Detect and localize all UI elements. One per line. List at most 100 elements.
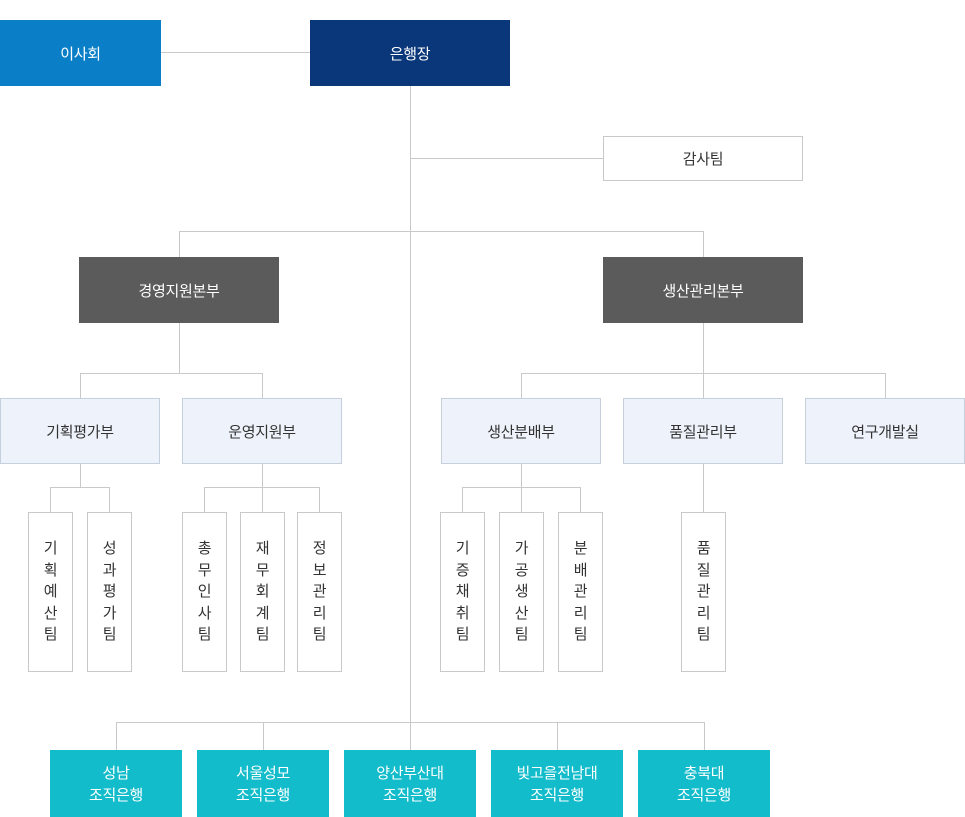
branch-name: 빛고을전남대 [516,763,598,782]
line-mgmt-bar [80,373,263,374]
branch-box: 서울성모 조직은행 [197,750,329,817]
team-label-char: 관 [696,582,711,601]
ceo-box: 은행장 [310,20,510,86]
team-label-char: 예 [43,582,58,601]
line-board-ceo [161,52,310,53]
team-label-char: 팀 [514,625,529,644]
planning-dept-box: 기획평가부 [0,398,160,464]
team-label-char: 생 [514,582,529,601]
team-label-char: 팀 [455,625,470,644]
line-team-info-drop [319,487,320,512]
line-team-performance-drop [109,487,110,512]
line-prod-bar [521,373,886,374]
branch-box: 성남 조직은행 [50,750,182,817]
line-research-drop [885,373,886,398]
team-label-char: 계 [255,603,270,622]
line-planning-drop [80,373,81,398]
team-label-char: 정 [312,539,327,558]
team-label-char: 무 [197,560,212,579]
team-label-char: 관 [312,582,327,601]
team-label-char: 보 [312,560,327,579]
line-team-allocation-drop [580,487,581,512]
line-team-processing-drop [521,487,522,512]
team-label-char: 기 [455,539,470,558]
team-label-char: 과 [102,560,117,579]
team-label-char: 팀 [312,625,327,644]
team-label-char: 산 [514,603,529,622]
team-label-char: 팀 [696,625,711,644]
line-audit [410,158,603,159]
team-label-char: 팀 [43,625,58,644]
line-divisions-bar [179,231,704,232]
team-label-char: 리 [312,603,327,622]
line-distribution-drop [521,373,522,398]
team-label-char: 배 [573,560,588,579]
line-quality-down [703,464,704,512]
line-distribution-down [521,464,522,487]
team-label-char: 획 [43,560,58,579]
team-label-char: 재 [255,539,270,558]
branch-type: 조직은행 [529,785,584,804]
branch-name: 충북대 [683,763,725,782]
line-operations-down [262,464,263,487]
team-label-char: 팀 [102,625,117,644]
quality-dept-box: 품질관리부 [623,398,783,464]
line-branch-5-drop [704,722,705,750]
operations-dept-box: 운영지원부 [182,398,342,464]
team-label-char: 분 [573,539,588,558]
team-label-char: 평 [102,582,117,601]
branch-box: 양산부산대 조직은행 [344,750,476,817]
team-label-char: 질 [696,560,711,579]
branch-box: 빛고을전남대 조직은행 [491,750,623,817]
line-main-trunk [410,86,411,722]
line-branch-2-drop [263,722,264,750]
team-label-char: 가 [514,539,529,558]
line-branch-3-drop [410,722,411,750]
line-team-budget-drop [50,487,51,512]
branch-name: 성남 [102,763,130,782]
team-label-char: 사 [197,603,212,622]
team-label-char: 품 [696,539,711,558]
team-label-char: 팀 [197,625,212,644]
line-division-right-drop [703,231,704,257]
team-label-char: 성 [102,539,117,558]
team-label-char: 공 [514,560,529,579]
team-label-char: 리 [573,603,588,622]
branch-type: 조직은행 [235,785,290,804]
line-division-left-drop [179,231,180,257]
team-label-char: 채 [455,582,470,601]
line-team-donor-drop [462,487,463,512]
line-operations-drop [262,373,263,398]
board-box: 이사회 [0,20,161,86]
line-team-finance-drop [262,487,263,512]
team-label-char: 가 [102,603,117,622]
distribution-dept-box: 생산분배부 [441,398,601,464]
branch-name: 서울성모 [235,763,290,782]
line-prod-down [703,323,704,398]
line-planning-bar [50,487,110,488]
team-label-char: 관 [573,582,588,601]
line-branch-1-drop [116,722,117,750]
branch-type: 조직은행 [676,785,731,804]
team-label-char: 회 [255,582,270,601]
line-planning-down [80,464,81,487]
branch-name: 양산부산대 [376,763,444,782]
team-label-char: 무 [255,560,270,579]
branch-type: 조직은행 [88,785,143,804]
team-label-char: 취 [455,603,470,622]
